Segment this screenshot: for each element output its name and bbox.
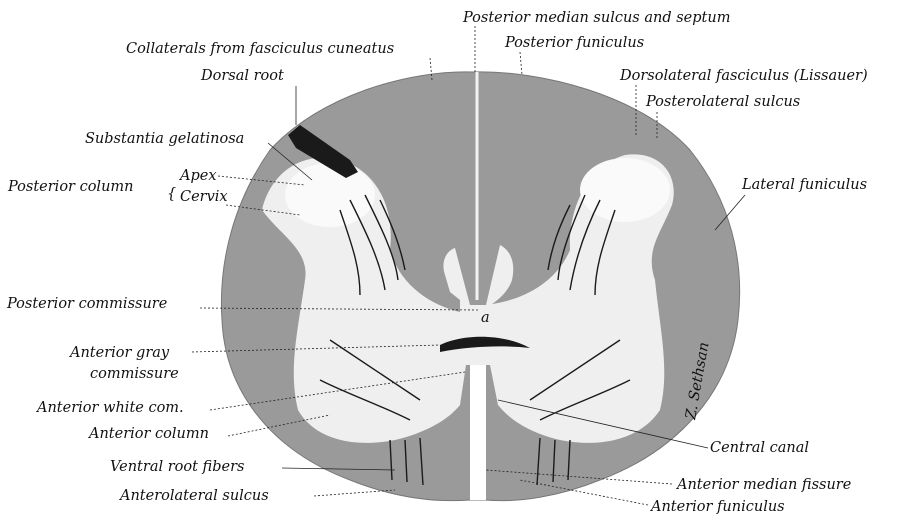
label-dorsal-root: Dorsal root (200, 68, 284, 84)
label-anterior-funiculus: Anterior funiculus (649, 499, 785, 515)
label-anterior-gray-2: commissure (90, 366, 179, 382)
label-anterior-median-fissure: Anterior median fissure (675, 477, 851, 493)
label-cervix: Cervix (180, 189, 228, 205)
label-apex: Apex (178, 168, 217, 184)
label-posterolateral-sulcus: Posterolateral sulcus (645, 94, 800, 110)
label-anterior-white-com: Anterior white com. (35, 400, 184, 416)
label-central-canal: Central canal (710, 440, 809, 456)
label-anterior-column: Anterior column (87, 426, 209, 442)
label-ventral-root-fibers: Ventral root fibers (110, 459, 244, 475)
label-substantia-gelatinosa: Substantia gelatinosa (85, 131, 244, 147)
label-dorsolateral-fasciculus: Dorsolateral fasciculus (Lissauer) (619, 68, 868, 84)
label-anterolateral-sulcus: Anterolateral sulcus (118, 488, 269, 504)
label-lateral-funiculus: Lateral funiculus (741, 177, 867, 193)
cord-section: a Z. Sethsan (221, 72, 739, 501)
label-posterior-column-brace: { (167, 186, 176, 202)
label-posterior-funiculus: Posterior funiculus (504, 35, 644, 51)
label-collaterals: Collaterals from fasciculus cuneatus (126, 41, 394, 57)
label-posterior-column: Posterior column (7, 179, 134, 195)
label-posterior-median-sulcus: Posterior median sulcus and septum (462, 10, 730, 26)
substantia-gelatinosa-left (285, 163, 375, 227)
anterior-median-fissure-shape (470, 365, 486, 500)
label-anterior-gray-1: Anterior gray (68, 345, 170, 361)
label-posterior-commissure: Posterior commissure (6, 296, 167, 312)
central-canal-marker: a (481, 310, 490, 326)
